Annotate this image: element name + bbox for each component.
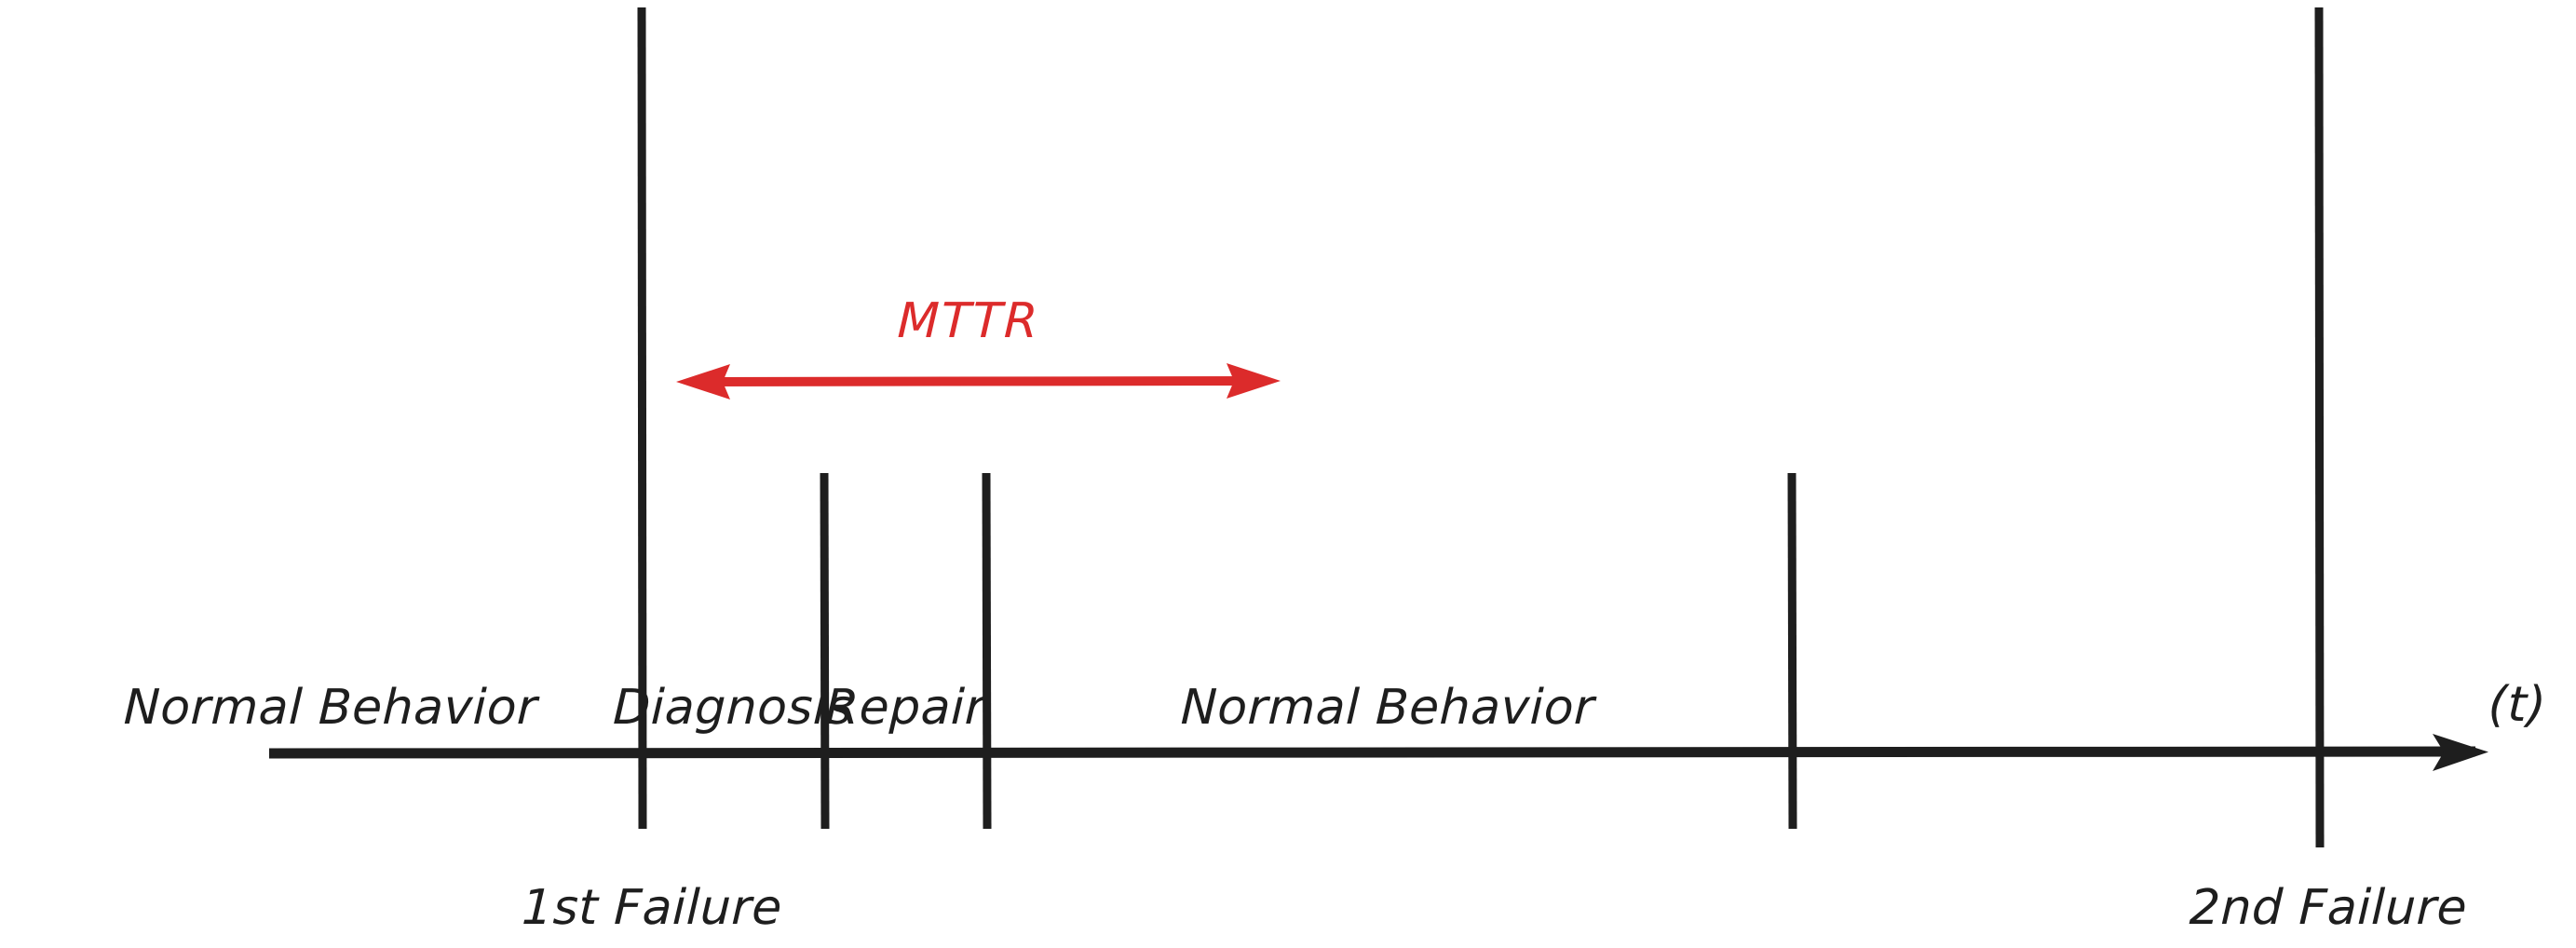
segment-label-normal-behavior-1: Normal Behavior xyxy=(122,680,539,736)
mttr-arrow-head-right xyxy=(1227,363,1281,399)
second-failure-label: 2nd Failure xyxy=(2188,880,2469,936)
time-axis-group xyxy=(268,734,2488,771)
mttr-arrow-head-left xyxy=(676,364,730,400)
segment-label-diagnosis: Diagnosis xyxy=(612,680,854,736)
normal-behavior-end-line xyxy=(1787,472,1797,830)
mttr-arrow xyxy=(676,363,1281,400)
first-failure-label: 1st Failure xyxy=(521,880,783,936)
time-axis-line xyxy=(268,746,2476,759)
repair-end-line xyxy=(982,472,992,830)
segment-label-normal-behavior-2: Normal Behavior xyxy=(1179,680,1596,736)
time-axis-arrowhead xyxy=(2433,734,2488,771)
mttr-label: MTTR xyxy=(896,293,1041,349)
diagnosis-end-line xyxy=(820,472,830,830)
segment-label-repair: Repair xyxy=(824,680,986,736)
time-axis-label: (t) xyxy=(2487,677,2548,733)
mttr-arrow-shaft xyxy=(690,376,1266,386)
first-failure-line xyxy=(637,7,647,830)
second-failure-line xyxy=(2314,7,2325,848)
